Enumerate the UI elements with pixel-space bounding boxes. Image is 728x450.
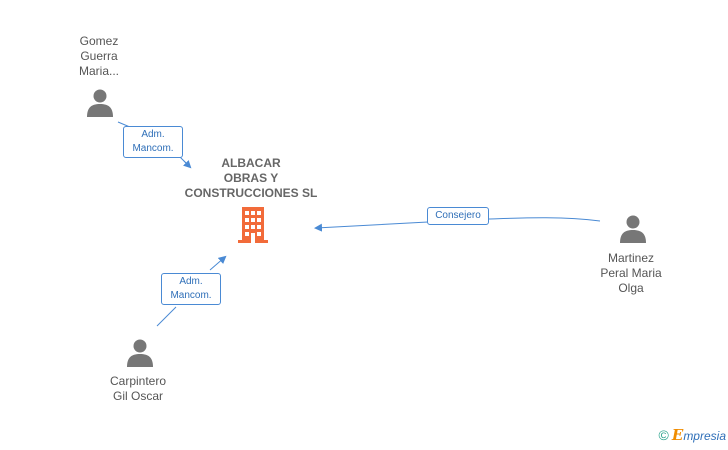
- relation-label-martinez[interactable]: Consejero: [427, 207, 489, 225]
- person-name-line: Guerra: [80, 49, 118, 63]
- building-icon[interactable]: [236, 207, 270, 243]
- person-icon[interactable]: [618, 214, 648, 244]
- person-name-line: Peral Maria: [600, 266, 662, 280]
- relation-label-line: Adm.: [179, 276, 203, 287]
- person-name-line: Carpintero: [109, 374, 167, 388]
- company-name-line: CONSTRUCCIONES SL: [184, 186, 318, 200]
- person-name-line: Martinez: [607, 251, 654, 265]
- relation-label-line: Mancom.: [170, 290, 212, 301]
- person-name-line: Maria...: [78, 64, 119, 78]
- brand-name-rest: mpresia: [683, 429, 726, 443]
- person-name-line: Gomez: [79, 34, 119, 48]
- company-name-line: ALBACAR: [221, 156, 281, 170]
- relation-label-line: Adm.: [141, 129, 165, 140]
- edge-gomez-arrow: [182, 159, 192, 169]
- relation-label-line: Mancom.: [132, 143, 174, 154]
- person-name-line: Olga: [618, 281, 644, 295]
- edge-martinez-to-company: [316, 217, 601, 228]
- person-icon[interactable]: [85, 88, 115, 118]
- person-label-martinez[interactable]: Martinez Peral Maria Olga: [581, 251, 681, 296]
- company-name[interactable]: ALBACAR OBRAS Y CONSTRUCCIONES SL: [176, 156, 326, 201]
- company-name-line: OBRAS Y: [223, 171, 279, 185]
- relation-label-gomez[interactable]: Adm. Mancom.: [123, 126, 183, 158]
- relation-label-carpintero[interactable]: Adm. Mancom.: [161, 273, 221, 305]
- relation-label-line: Consejero: [435, 210, 481, 221]
- brand-initial: E: [671, 426, 684, 444]
- footer-branding: © Empresia: [659, 426, 726, 444]
- brand-logo[interactable]: Empresia: [672, 426, 726, 444]
- edge-carpintero-to-company: [156, 257, 225, 327]
- copyright-symbol: ©: [658, 427, 669, 443]
- person-name-line: Gil Oscar: [112, 389, 163, 403]
- person-label-carpintero[interactable]: Carpintero Gil Oscar: [88, 374, 188, 404]
- person-label-gomez[interactable]: Gomez Guerra Maria...: [49, 34, 149, 79]
- person-icon[interactable]: [125, 338, 155, 368]
